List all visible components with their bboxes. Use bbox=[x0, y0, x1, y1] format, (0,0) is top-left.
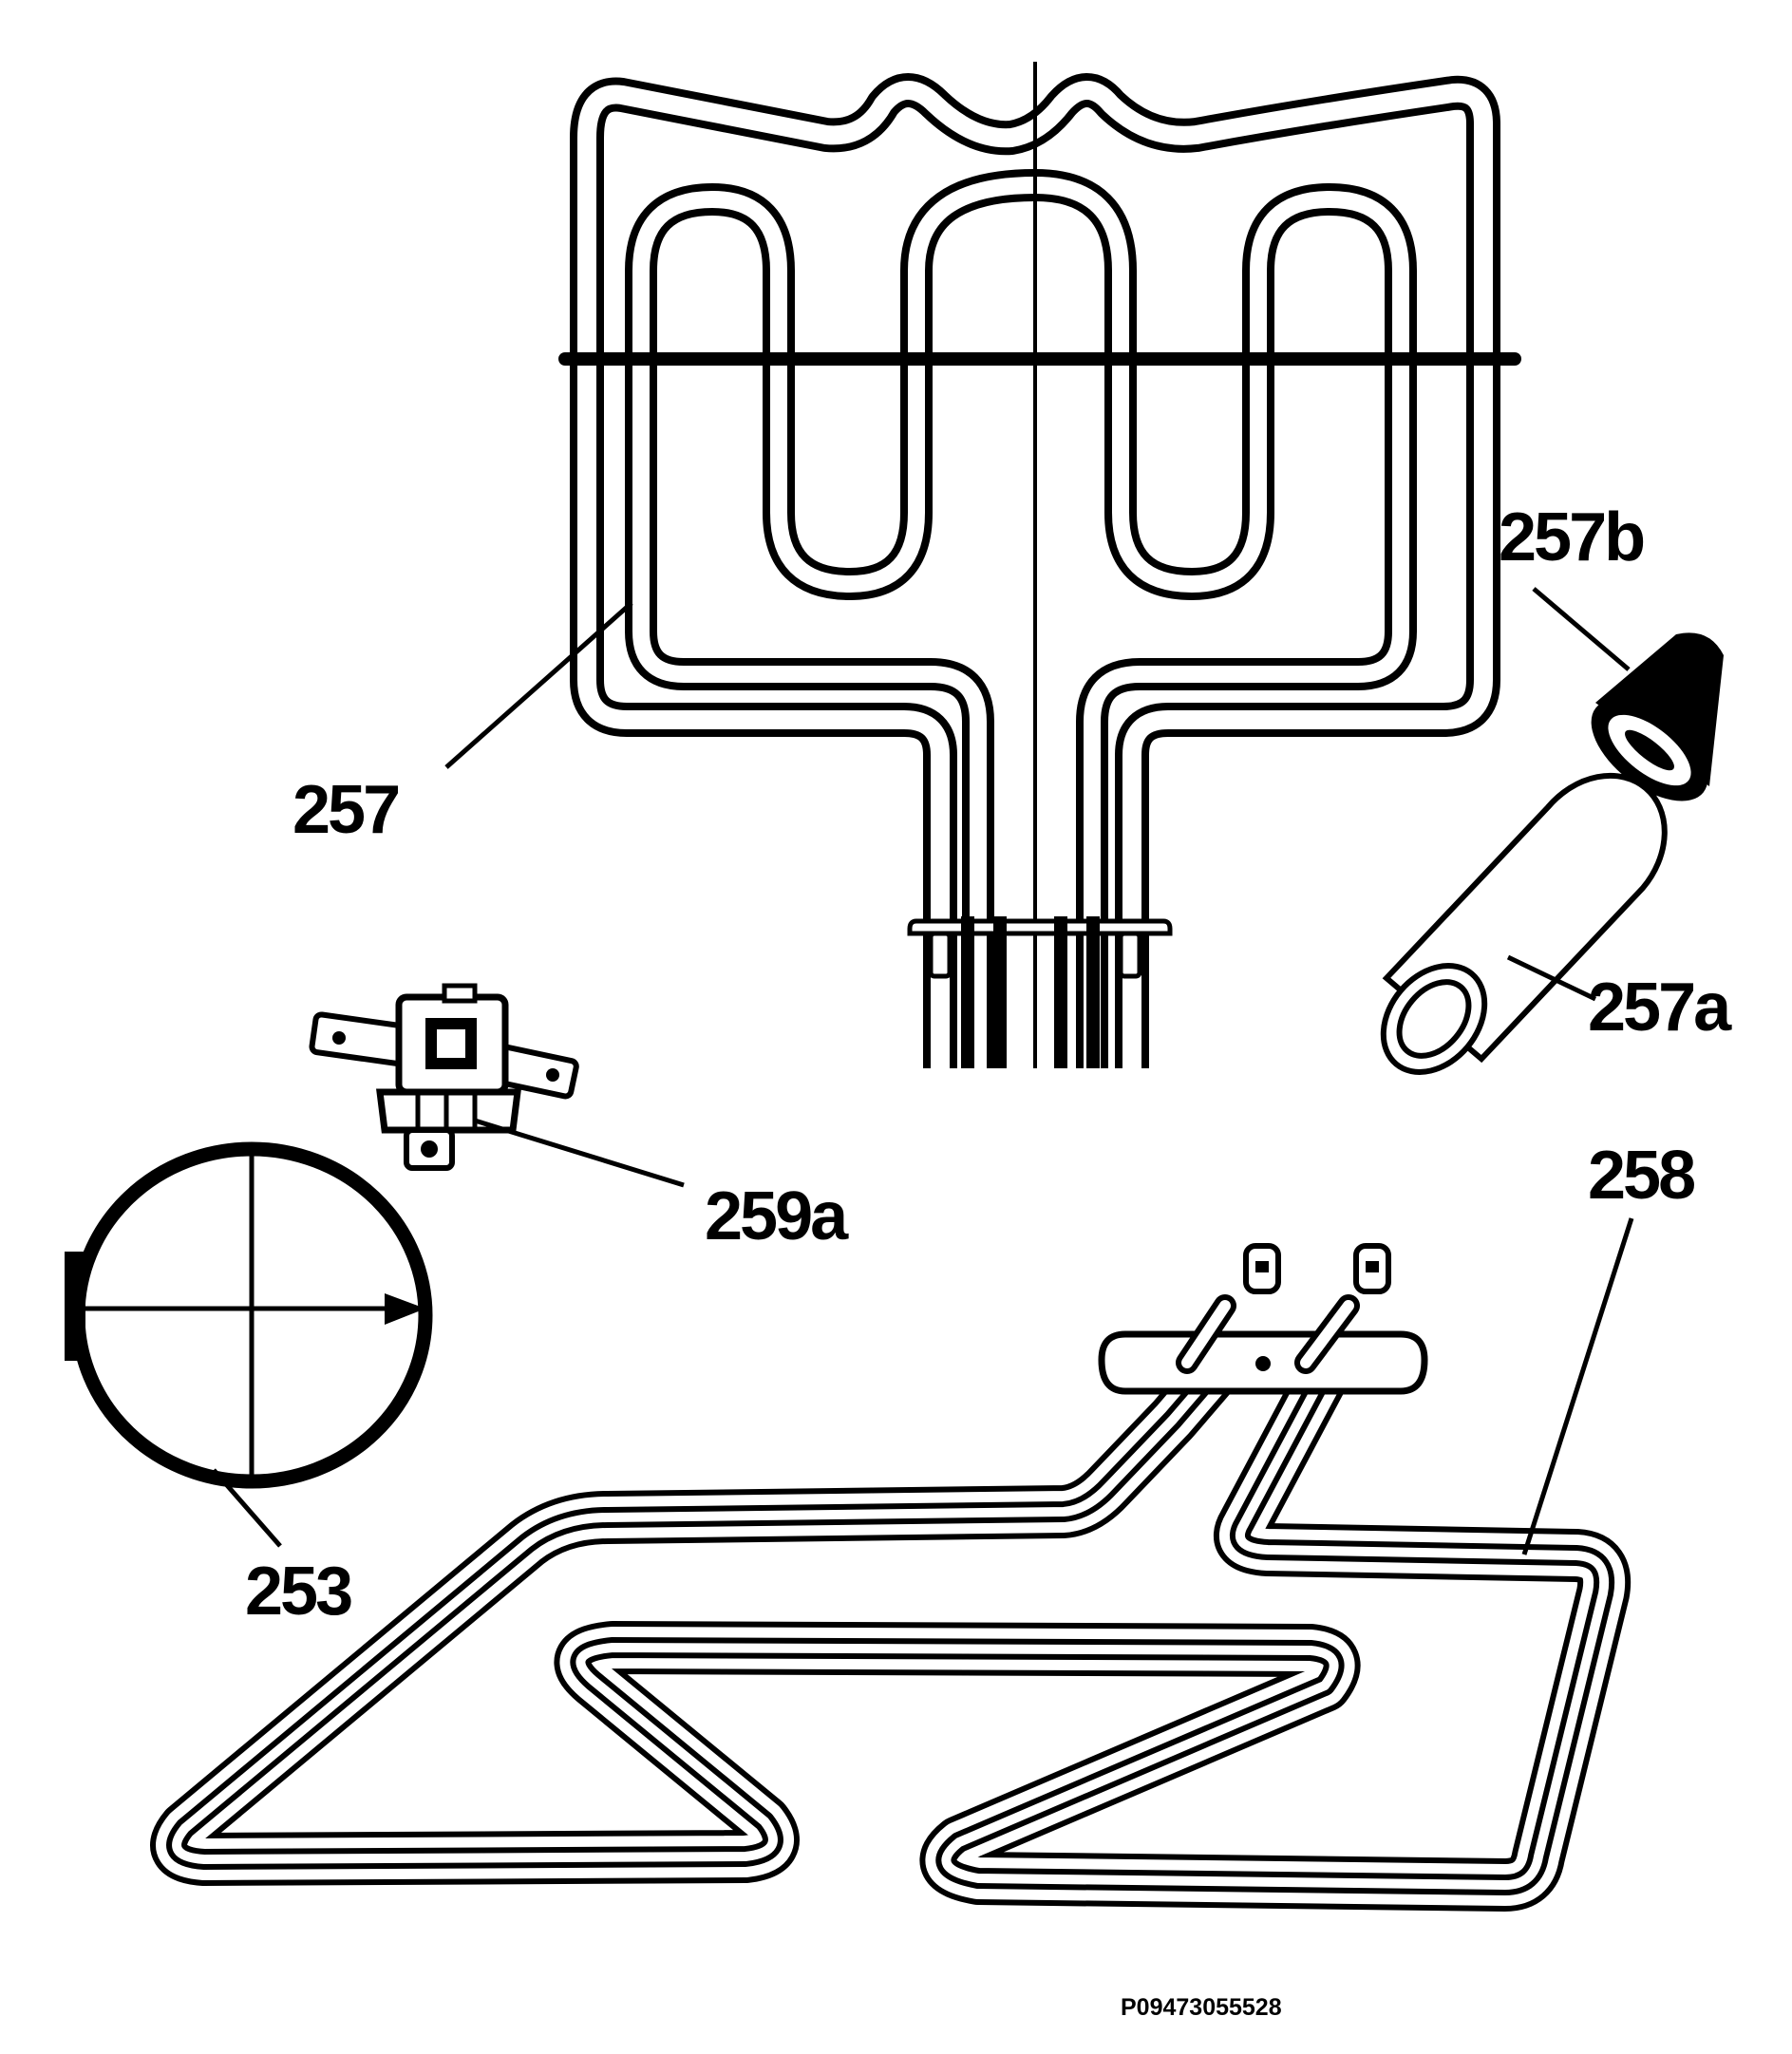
bottom-element-258 bbox=[150, 1243, 1632, 1912]
label-257b: 257b bbox=[1499, 499, 1644, 575]
label-257a: 257a bbox=[1588, 970, 1732, 1046]
grill-element-257 bbox=[558, 62, 1521, 1068]
leader-259a bbox=[474, 1118, 685, 1188]
leader-257b bbox=[1532, 587, 1631, 671]
label-257: 257 bbox=[292, 772, 398, 848]
label-258: 258 bbox=[1588, 1138, 1694, 1214]
thermostat-259a bbox=[309, 983, 579, 1171]
leader-258 bbox=[1521, 1217, 1634, 1555]
label-253: 253 bbox=[245, 1554, 351, 1630]
leader-lines bbox=[212, 587, 1634, 1555]
grommet-257b bbox=[1591, 632, 1724, 801]
ring-253 bbox=[65, 1141, 433, 1489]
leader-253 bbox=[212, 1468, 282, 1548]
callout-labels: 257 257b 257a 258 259a 253 bbox=[245, 499, 1735, 1630]
drawing-code: P09473055528 bbox=[1121, 1994, 1282, 2021]
leader-257 bbox=[444, 601, 633, 769]
label-259a: 259a bbox=[705, 1178, 849, 1254]
sleeve-tube-257a bbox=[1380, 772, 1668, 1075]
leader-257a bbox=[1506, 954, 1597, 1002]
